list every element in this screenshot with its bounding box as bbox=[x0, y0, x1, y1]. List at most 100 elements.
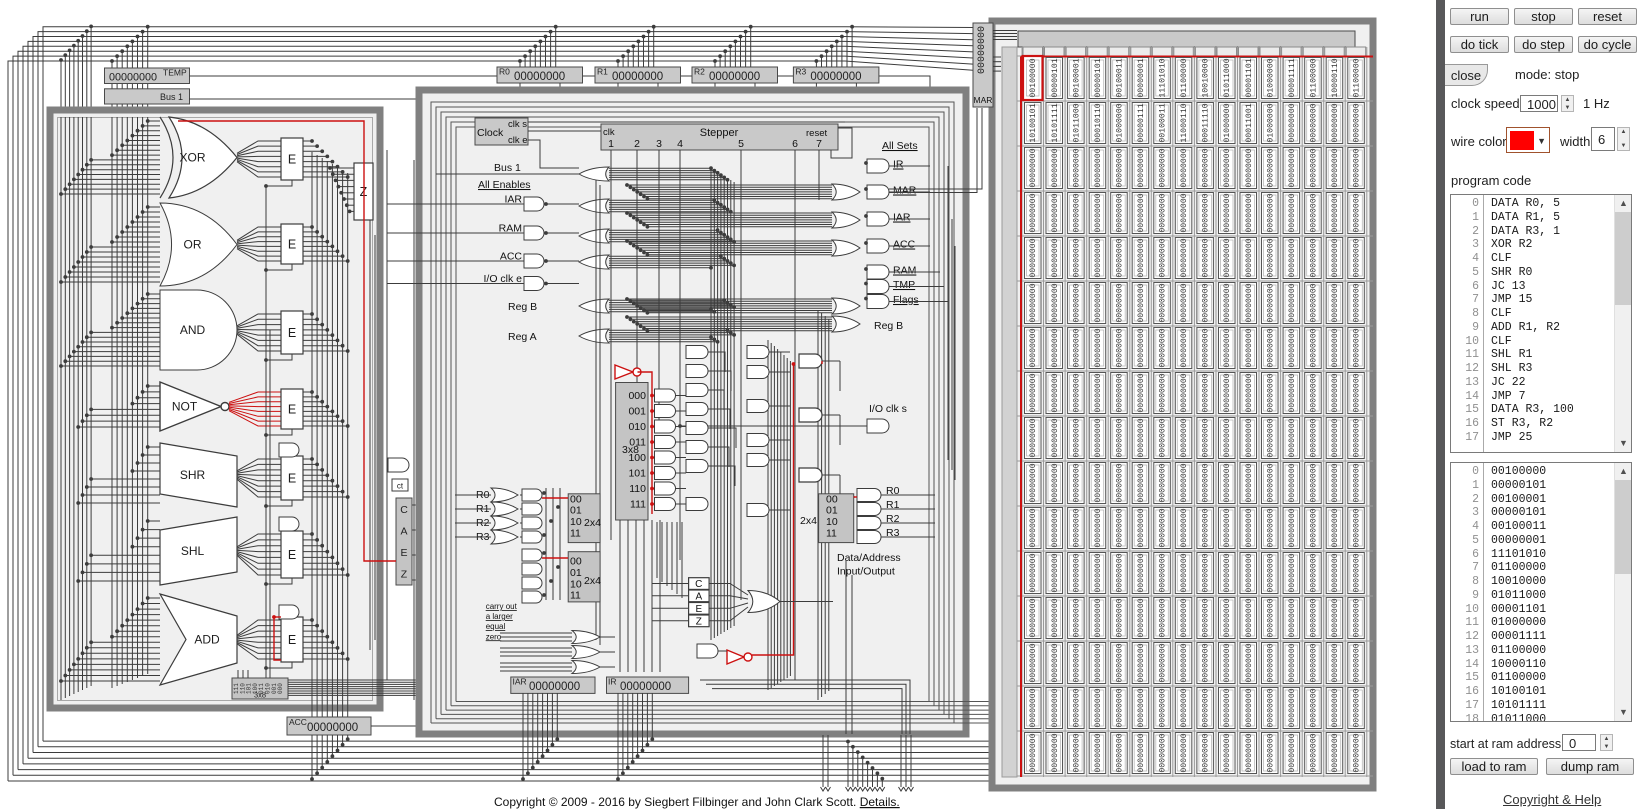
svg-text:00000000: 00000000 bbox=[1288, 418, 1297, 457]
svg-text:00000000: 00000000 bbox=[1309, 688, 1318, 727]
svg-text:E: E bbox=[288, 153, 296, 167]
svg-text:E: E bbox=[288, 633, 296, 647]
svg-text:00000000: 00000000 bbox=[1288, 688, 1297, 727]
svg-text:00000000: 00000000 bbox=[1180, 418, 1189, 457]
svg-text:00000000: 00000000 bbox=[1094, 688, 1103, 727]
svg-text:00000000: 00000000 bbox=[1309, 193, 1318, 232]
svg-text:00000000: 00000000 bbox=[1223, 643, 1232, 682]
svg-text:00000000: 00000000 bbox=[1029, 688, 1038, 727]
svg-text:00000000: 00000000 bbox=[1202, 688, 1211, 727]
svg-text:00000000: 00000000 bbox=[1245, 373, 1254, 412]
svg-text:01011000: 01011000 bbox=[1223, 58, 1232, 97]
svg-text:00000000: 00000000 bbox=[1266, 508, 1275, 547]
svg-text:00000000: 00000000 bbox=[1202, 418, 1211, 457]
svg-text:00000000: 00000000 bbox=[1159, 328, 1168, 367]
svg-text:00000000: 00000000 bbox=[1116, 283, 1125, 322]
svg-text:00000000: 00000000 bbox=[1202, 328, 1211, 367]
svg-text:00000000: 00000000 bbox=[1094, 643, 1103, 682]
svg-text:01100000: 01100000 bbox=[1180, 58, 1189, 97]
svg-text:00000000: 00000000 bbox=[1353, 103, 1362, 142]
svg-text:00000000: 00000000 bbox=[1266, 463, 1275, 502]
svg-text:00000000: 00000000 bbox=[1202, 193, 1211, 232]
svg-text:00000000: 00000000 bbox=[1116, 193, 1125, 232]
svg-text:00000000: 00000000 bbox=[1094, 328, 1103, 367]
svg-text:00000000: 00000000 bbox=[1051, 373, 1060, 412]
svg-text:00000000: 00000000 bbox=[1072, 328, 1081, 367]
svg-text:R0: R0 bbox=[499, 67, 510, 77]
svg-text:00: 00 bbox=[570, 556, 582, 568]
svg-text:00000000: 00000000 bbox=[1245, 148, 1254, 187]
svg-text:00000000: 00000000 bbox=[1223, 553, 1232, 592]
svg-text:3x8: 3x8 bbox=[622, 444, 639, 456]
svg-text:00000000: 00000000 bbox=[1309, 733, 1318, 772]
svg-text:00000000: 00000000 bbox=[1094, 148, 1103, 187]
svg-text:00000000: 00000000 bbox=[1266, 418, 1275, 457]
svg-text:00000000: 00000000 bbox=[1029, 508, 1038, 547]
svg-text:00000000: 00000000 bbox=[1116, 328, 1125, 367]
svg-text:00000000: 00000000 bbox=[1072, 148, 1081, 187]
svg-text:00000000: 00000000 bbox=[1072, 283, 1081, 322]
svg-text:00100011: 00100011 bbox=[1116, 58, 1125, 97]
svg-text:00011001: 00011001 bbox=[1245, 103, 1254, 142]
svg-text:01: 01 bbox=[570, 567, 582, 579]
svg-text:00000000: 00000000 bbox=[1288, 373, 1297, 412]
svg-text:00000000: 00000000 bbox=[1245, 283, 1254, 322]
svg-text:00000000: 00000000 bbox=[1051, 418, 1060, 457]
svg-text:00000000: 00000000 bbox=[1051, 553, 1060, 592]
svg-text:00000000: 00000000 bbox=[1137, 688, 1146, 727]
svg-text:00000000: 00000000 bbox=[1029, 238, 1038, 277]
svg-text:010: 010 bbox=[265, 683, 272, 694]
svg-text:R3: R3 bbox=[886, 527, 900, 539]
svg-text:00000000: 00000000 bbox=[1180, 148, 1189, 187]
svg-text:00000000: 00000000 bbox=[1202, 733, 1211, 772]
svg-text:C: C bbox=[695, 579, 702, 590]
svg-text:00000000: 00000000 bbox=[1202, 463, 1211, 502]
svg-text:NOT: NOT bbox=[172, 400, 198, 414]
svg-text:00000000: 00000000 bbox=[1266, 373, 1275, 412]
svg-text:00000000: 00000000 bbox=[1116, 238, 1125, 277]
svg-text:00001101: 00001101 bbox=[1245, 58, 1254, 97]
svg-text:Z: Z bbox=[696, 617, 702, 628]
svg-text:00000000: 00000000 bbox=[1331, 688, 1340, 727]
svg-text:00000000: 00000000 bbox=[1137, 553, 1146, 592]
svg-text:00000000: 00000000 bbox=[1331, 598, 1340, 637]
svg-text:I/O clk s: I/O clk s bbox=[869, 403, 907, 415]
svg-text:00000000: 00000000 bbox=[1159, 508, 1168, 547]
svg-text:00000000: 00000000 bbox=[1051, 328, 1060, 367]
svg-text:00000000: 00000000 bbox=[1072, 193, 1081, 232]
svg-text:00000000: 00000000 bbox=[1051, 238, 1060, 277]
svg-text:00000000: 00000000 bbox=[1223, 373, 1232, 412]
svg-text:100: 100 bbox=[252, 683, 259, 694]
svg-text:00: 00 bbox=[826, 493, 838, 505]
svg-text:00000000: 00000000 bbox=[1137, 418, 1146, 457]
svg-text:00000000: 00000000 bbox=[1266, 328, 1275, 367]
svg-text:00000000: 00000000 bbox=[1223, 598, 1232, 637]
svg-text:00000000: 00000000 bbox=[1094, 283, 1103, 322]
svg-text:10: 10 bbox=[570, 516, 582, 528]
svg-text:00000000: 00000000 bbox=[1309, 598, 1318, 637]
svg-text:00000000: 00000000 bbox=[1116, 508, 1125, 547]
svg-text:00000000: 00000000 bbox=[1137, 148, 1146, 187]
svg-text:00000000: 00000000 bbox=[1094, 463, 1103, 502]
svg-text:MAR: MAR bbox=[893, 185, 917, 197]
svg-text:10: 10 bbox=[570, 578, 582, 590]
svg-text:00000000: 00000000 bbox=[1353, 238, 1362, 277]
svg-text:00000000: 00000000 bbox=[1353, 463, 1362, 502]
svg-text:110: 110 bbox=[629, 483, 646, 495]
svg-text:IAR: IAR bbox=[504, 194, 522, 206]
svg-text:00000000: 00000000 bbox=[1159, 643, 1168, 682]
svg-text:11: 11 bbox=[570, 590, 581, 602]
svg-text:00000000: 00000000 bbox=[1288, 643, 1297, 682]
svg-text:00000000: 00000000 bbox=[307, 722, 358, 734]
svg-text:3: 3 bbox=[656, 138, 662, 150]
svg-text:00000000: 00000000 bbox=[1223, 508, 1232, 547]
svg-text:00000000: 00000000 bbox=[1266, 553, 1275, 592]
svg-text:00: 00 bbox=[570, 493, 582, 505]
svg-text:00011110: 00011110 bbox=[1202, 103, 1211, 142]
svg-text:00000000: 00000000 bbox=[1331, 373, 1340, 412]
svg-text:E: E bbox=[288, 548, 296, 562]
svg-text:R1: R1 bbox=[886, 499, 900, 511]
svg-text:00000000: 00000000 bbox=[1029, 733, 1038, 772]
svg-text:00000000: 00000000 bbox=[1202, 643, 1211, 682]
svg-text:XOR: XOR bbox=[179, 151, 205, 165]
